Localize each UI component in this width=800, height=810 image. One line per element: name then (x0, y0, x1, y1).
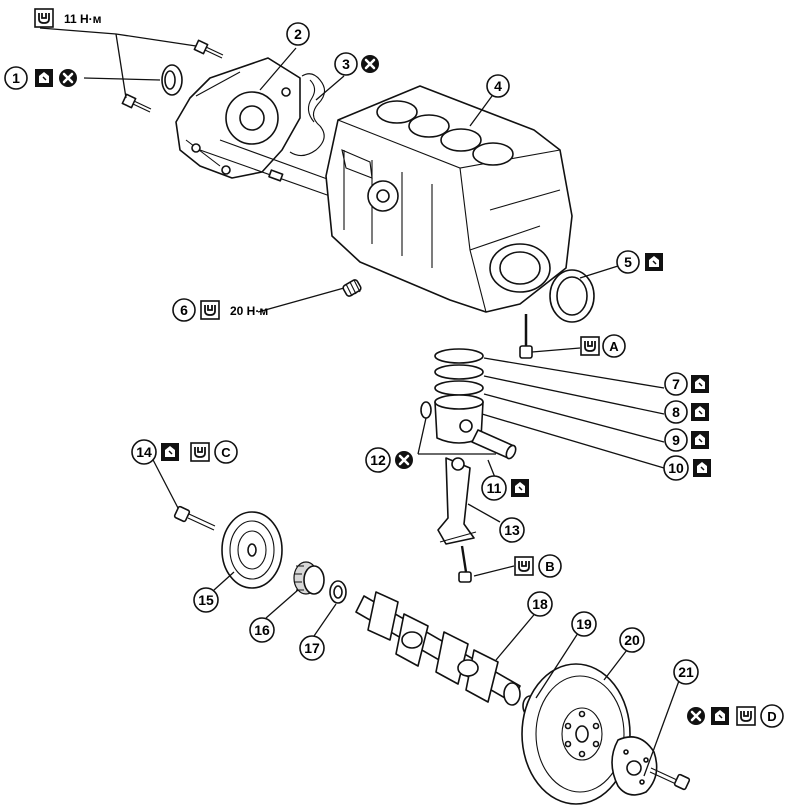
callout-number: 6 (180, 302, 188, 318)
crankshaft-part (355, 591, 521, 706)
callout-number: 18 (532, 596, 548, 612)
piston-rings-part (434, 348, 484, 396)
apply-oil-icon (710, 706, 730, 726)
callout-20: 20 (619, 627, 645, 653)
front-cover-part (175, 57, 301, 179)
cover-gasket-part (289, 73, 326, 157)
cover-bolt-upper (193, 39, 224, 59)
callout-number: 21 (678, 664, 694, 680)
callout-6: 6 (172, 298, 196, 322)
callout-1: 1 (4, 66, 79, 90)
rod-cap-bolt-part (458, 545, 472, 583)
callout-number: 13 (504, 522, 520, 538)
callout-21: 21 (673, 659, 699, 685)
callout-number: 3 (342, 56, 350, 72)
drain-plug-part (342, 279, 362, 297)
callout-13: 13 (499, 517, 525, 543)
torque-wrench-icon (200, 300, 220, 320)
apply-oil-icon (690, 402, 710, 422)
torque-marker-a: A (580, 334, 626, 358)
callout-number: 5 (624, 254, 632, 270)
callout-number: 2 (294, 26, 302, 42)
do-not-reuse-icon (685, 705, 707, 727)
torque-spec-drain-plug: 20 Н·м (200, 300, 268, 320)
apply-oil-icon (510, 478, 530, 498)
callout-3: 3 (334, 52, 381, 76)
marker-letter: A (609, 339, 619, 354)
marker-letter: D (767, 709, 776, 724)
pulley-bolt-part (173, 505, 216, 531)
callout-number: 20 (624, 632, 640, 648)
flywheel-bolt-part (649, 767, 691, 791)
thrust-washer-part (329, 580, 347, 604)
apply-oil-icon (690, 430, 710, 450)
callout-19: 19 (571, 611, 597, 637)
front-oil-seal-part (161, 64, 183, 96)
main-bearing-bolt-part (519, 314, 533, 359)
crank-sprocket-part (293, 561, 325, 595)
callout-number: 9 (672, 432, 680, 448)
apply-oil-icon (692, 458, 712, 478)
callout-4: 4 (486, 74, 510, 98)
snap-ring-part (420, 401, 432, 419)
callout-number: 8 (672, 404, 680, 420)
do-not-reuse-icon (359, 53, 381, 75)
torque-value-20: 20 Н·м (230, 304, 268, 318)
marker-letter: C (221, 445, 231, 460)
callout-12: 12 (365, 447, 415, 473)
torque-wrench-icon (514, 556, 534, 576)
apply-oil-icon (34, 68, 54, 88)
torque-wrench-icon (736, 706, 756, 726)
callout-number: 1 (12, 70, 20, 86)
torque-value-11: 11 Н·м (64, 12, 102, 26)
callout-number: 11 (487, 480, 502, 496)
callout-number: 17 (304, 640, 320, 656)
apply-oil-icon (160, 442, 180, 462)
torque-wrench-icon (190, 442, 210, 462)
marker-letter: B (545, 559, 554, 574)
cover-bolt-lower (121, 93, 152, 113)
callout-number: 19 (576, 616, 592, 632)
callout-5: 5 (616, 250, 664, 274)
connecting-rod-part (437, 457, 477, 545)
piston-part (434, 394, 484, 444)
callout-18: 18 (527, 591, 553, 617)
callout-number: 7 (672, 376, 680, 392)
crankshaft-pulley-part (221, 511, 283, 589)
callout-16: 16 (249, 617, 275, 643)
callout-11: 11 (481, 475, 530, 501)
apply-oil-icon (690, 374, 710, 394)
callout-number: 12 (370, 452, 386, 468)
callout-7: 7 (664, 372, 710, 396)
callout-9: 9 (664, 428, 710, 452)
callout-number: 15 (198, 592, 214, 608)
callout-2: 2 (286, 22, 310, 46)
do-not-reuse-icon (57, 67, 79, 89)
cylinder-block-part (325, 85, 573, 313)
dowel-pins (199, 139, 331, 197)
callout-17: 17 (299, 635, 325, 661)
flywheel-part (521, 663, 631, 805)
callout-number: 10 (668, 460, 684, 476)
marker-circle (214, 440, 238, 464)
torque-marker-d: D (685, 704, 784, 728)
callout-14: 14 C (131, 439, 238, 465)
callout-number: 4 (494, 78, 502, 94)
callout-8: 8 (664, 400, 710, 424)
torque-spec-top: 11 Н·м (34, 8, 102, 28)
piston-pin-part (471, 429, 517, 460)
torque-wrench-icon (580, 336, 600, 356)
torque-marker-b: B (514, 554, 562, 578)
leader-lines (39, 27, 681, 777)
callout-number: 14 (136, 444, 152, 460)
rear-oil-seal-part (549, 269, 595, 323)
apply-oil-icon (644, 252, 664, 272)
do-not-reuse-icon (393, 449, 415, 471)
torque-wrench-icon (34, 8, 54, 28)
callout-15: 15 (193, 587, 219, 613)
callout-number: 16 (254, 622, 270, 638)
reinforcement-plate-part (611, 736, 658, 796)
callout-10: 10 (663, 455, 712, 481)
